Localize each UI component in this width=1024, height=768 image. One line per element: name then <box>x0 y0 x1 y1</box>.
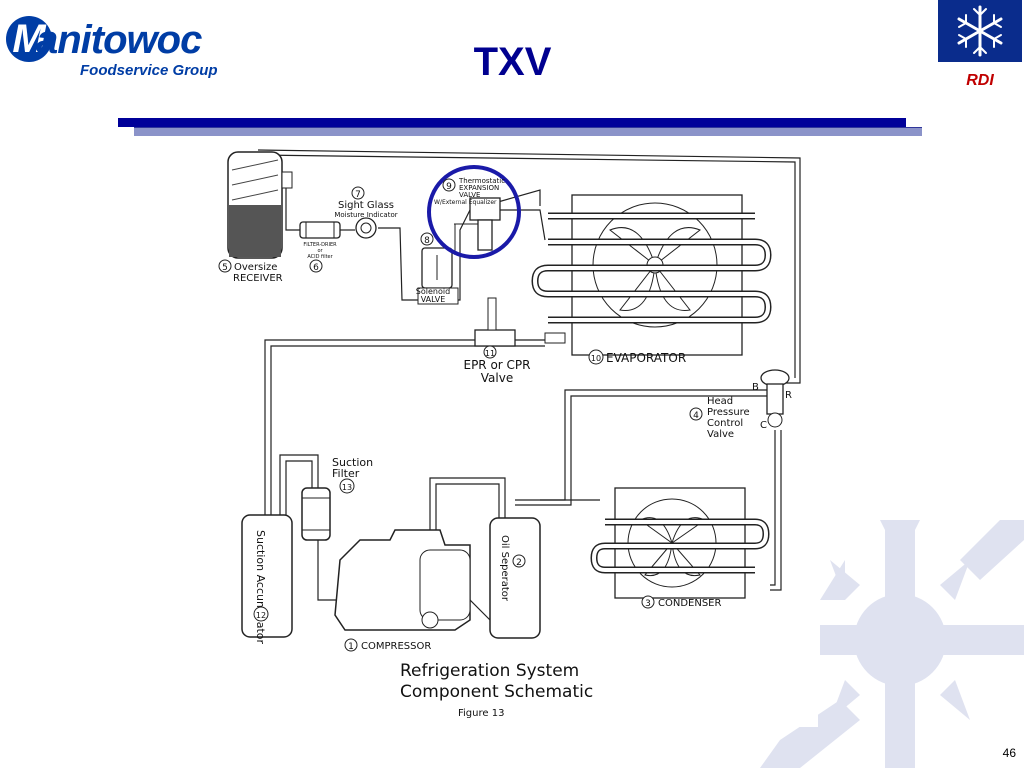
sight-glass <box>355 217 377 239</box>
filter-label-3: ACID filter <box>307 254 333 260</box>
compressor <box>334 529 471 631</box>
suction-filter-num: 13 <box>342 483 352 492</box>
suction-filter-label-1: Suction <box>332 456 373 469</box>
rdi-label: RDI <box>966 72 994 89</box>
epr-cpr-valve <box>474 297 566 347</box>
evaporator-label: EVAPORATOR <box>606 351 686 365</box>
caption-line-2: Component Schematic <box>400 682 593 702</box>
accumulator-num: 12 <box>256 611 266 620</box>
solenoid-num: 8 <box>424 236 430 246</box>
caption-line-1: Refrigeration System <box>400 661 579 681</box>
head-pressure-label-4: Valve <box>707 429 734 440</box>
head-pressure-label-3: Control <box>707 418 743 429</box>
solenoid-label-1: Solenoid <box>416 287 450 296</box>
txv-valve <box>454 197 501 255</box>
filter-drier <box>299 221 341 239</box>
solenoid-valve <box>417 247 459 305</box>
evaporator-num: 10 <box>591 354 601 363</box>
slide-title: TXV <box>473 40 552 84</box>
head-pressure-valve <box>760 369 790 428</box>
sight-glass-num: 7 <box>355 190 361 200</box>
suction-filter-label-2: Filter <box>332 467 360 480</box>
logo-subtitle: Foodservice Group <box>80 62 218 79</box>
compressor-num: 1 <box>348 642 354 652</box>
rdi-badge <box>938 0 1022 62</box>
receiver-label-1: Oversize <box>234 262 277 273</box>
condenser-num: 3 <box>645 599 651 609</box>
txv-num: 9 <box>446 182 452 192</box>
figure-label: Figure 13 <box>458 708 504 719</box>
port-r-label: R <box>785 390 792 401</box>
filter-label-2: or <box>317 248 323 254</box>
suction-accumulator <box>241 514 293 638</box>
filter-label-1: FILTER-DRIER <box>303 242 337 248</box>
head-pressure-label-2: Pressure <box>707 407 750 418</box>
solenoid-label-2: VALVE <box>421 295 446 304</box>
receiver-num: 5 <box>222 263 228 273</box>
oil-separator-label: Oil Seperator <box>499 535 510 602</box>
txv-highlight-circle <box>427 165 521 259</box>
condenser-label: CONDENSER <box>658 598 721 609</box>
oil-separator-num: 2 <box>516 558 522 568</box>
head-pressure-num: 4 <box>693 411 699 421</box>
logo-brand-text: anitowoc <box>36 18 202 62</box>
receiver-label-2: RECEIVER <box>233 273 283 284</box>
txv-label-2: EXPANSION <box>459 184 499 192</box>
txv-label-3: VALVE <box>459 191 480 199</box>
sight-glass-label-2: Moisture Indicator <box>334 211 397 219</box>
suction-filter <box>301 487 331 541</box>
header-rule <box>118 118 906 127</box>
page-number: 46 <box>1002 746 1016 760</box>
manitowoc-logo: M anitowoc Foodservice Group <box>6 10 256 80</box>
snowflake-icon <box>957 5 1003 57</box>
condenser <box>590 487 770 599</box>
header-rule-shadow <box>134 127 922 136</box>
epr-label-2: Valve <box>481 371 513 385</box>
epr-num: 11 <box>485 349 495 358</box>
piping <box>257 149 801 621</box>
head-pressure-label-1: Head <box>707 396 733 407</box>
oil-separator <box>489 517 541 639</box>
accumulator-label: Suction Accumulator <box>254 530 267 644</box>
epr-label-1: EPR or CPR <box>463 358 530 372</box>
oversize-receiver <box>227 151 293 259</box>
port-b-label: B <box>752 382 759 393</box>
sight-glass-label-1: Sight Glass <box>338 200 394 211</box>
port-c-label: C <box>760 420 767 431</box>
txv-label-1: Thermostatic <box>458 177 505 185</box>
txv-label-4: W/External Equalizer <box>434 199 497 206</box>
filter-num: 6 <box>313 263 319 273</box>
evaporator <box>531 194 772 356</box>
compressor-label: COMPRESSOR <box>361 641 431 652</box>
logo-initial: M <box>6 16 52 62</box>
